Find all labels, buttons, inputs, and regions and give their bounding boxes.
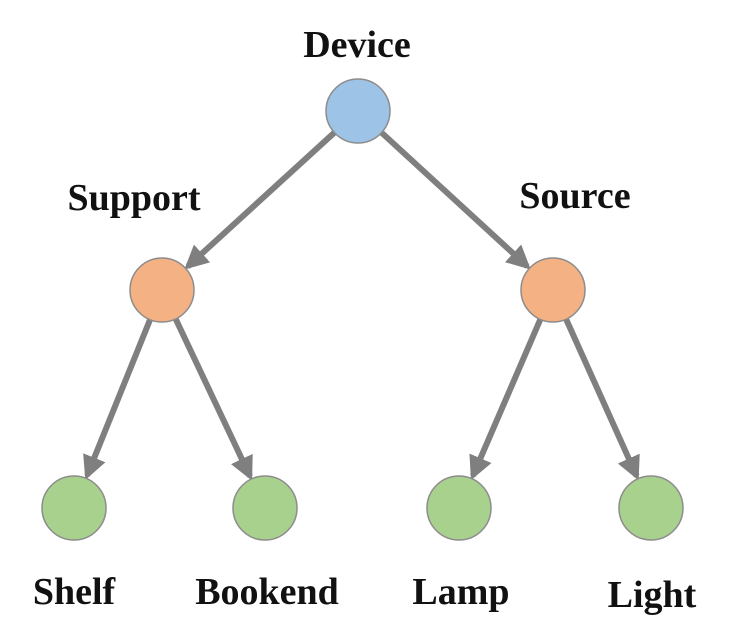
edge-arrow-support-to-shelf	[83, 316, 154, 480]
node-label-source: Source	[519, 175, 631, 217]
node-circle-source	[520, 257, 586, 323]
edge-arrow-root-to-support	[184, 129, 338, 270]
edge-arrow-source-to-lamp	[469, 316, 544, 481]
edge-arrow-source-to-light	[562, 316, 640, 481]
node-label-light: Light	[607, 574, 697, 616]
edge-arrow-root-to-source	[378, 129, 531, 270]
nodes-layer	[41, 78, 684, 541]
node-circle-lamp	[426, 475, 492, 541]
node-circle-bookend	[232, 475, 298, 541]
edge-arrow-support-to-bookend	[172, 315, 253, 481]
node-circle-root	[325, 78, 391, 144]
node-label-bookend: Bookend	[195, 571, 339, 613]
edges-layer	[83, 129, 640, 481]
node-label-support: Support	[67, 177, 201, 219]
node-circle-shelf	[41, 475, 107, 541]
node-label-shelf: Shelf	[32, 571, 116, 613]
node-circle-support	[129, 257, 195, 323]
node-circle-light	[618, 475, 684, 541]
node-label-device: Device	[303, 24, 411, 66]
node-label-lamp: Lamp	[412, 571, 510, 613]
